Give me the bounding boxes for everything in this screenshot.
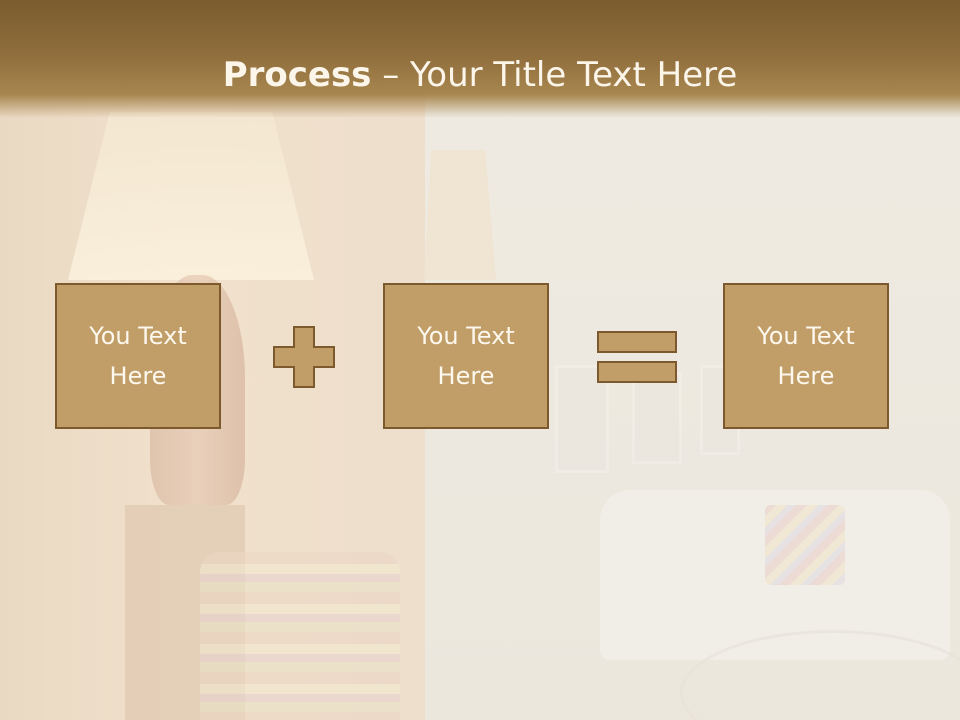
process-box-2[interactable]: You Text Here [383,283,549,429]
slide-title: Process – Your Title Text Here [0,52,960,98]
process-box-2-text: You Text Here [417,322,515,390]
equals-icon [597,331,677,383]
title-bar [0,0,960,118]
background-cushion [765,505,845,585]
process-box-3-text: You Text Here [757,322,855,390]
title-rest: – Your Title Text Here [371,55,738,95]
process-box-1[interactable]: You Text Here [55,283,221,429]
title-bold: Process [222,55,372,95]
process-box-3[interactable]: You Text Here [723,283,889,429]
background-picture-frame [632,372,682,464]
plus-icon [273,326,335,388]
background-lamp-shade [68,112,314,280]
background-lamp-shade-reflection [424,150,496,280]
process-box-1-text: You Text Here [89,322,187,390]
background-chair [200,552,400,720]
